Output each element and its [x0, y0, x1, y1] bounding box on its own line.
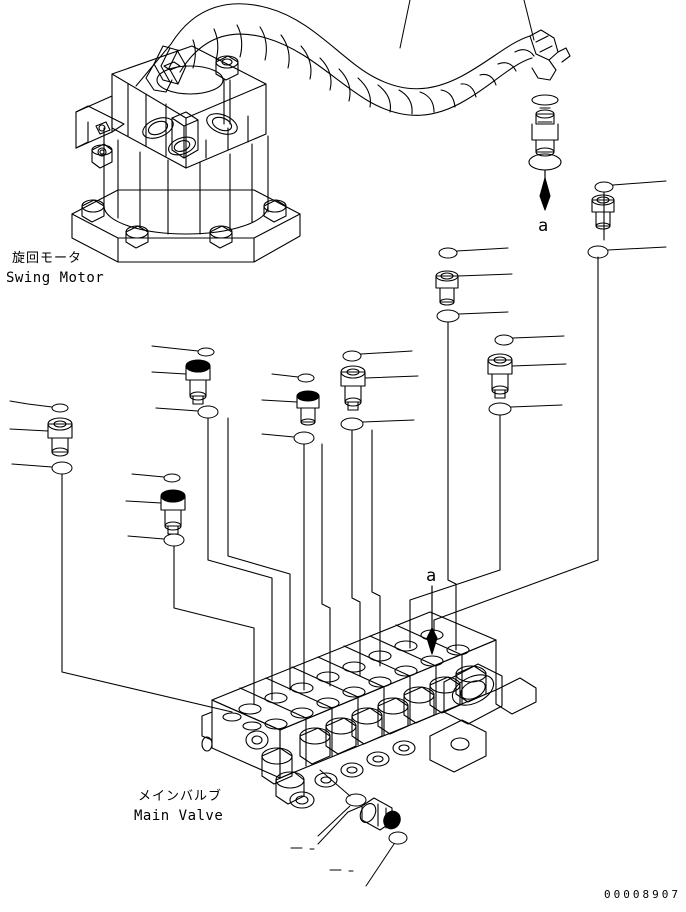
- main-control-valve-assembly: [201, 611, 537, 809]
- swing-motor-assembly: [71, 43, 301, 263]
- main-valve-label-jp: メインバルブ: [138, 789, 223, 804]
- section-mark-a-lower: a: [426, 566, 437, 586]
- main-valve-label-en: Main Valve: [134, 808, 224, 824]
- fitting-straight-7: [591, 194, 615, 230]
- fitting-straight-5: [435, 270, 459, 306]
- drawing-number: 00008907: [604, 888, 681, 901]
- fitting-union-10: [347, 797, 401, 831]
- section-a-arrow-down: [426, 585, 438, 655]
- section-a-arrow-up: [528, 153, 562, 211]
- corrugated-hydraulic-hose: [145, 3, 571, 116]
- hydraulic-fittings: [47, 94, 615, 831]
- fitting-elbow-8: [47, 417, 73, 457]
- fitting-straight-3: [340, 365, 366, 411]
- callout-balloons: [9, 180, 667, 887]
- swing-motor-label-jp: 旋回モータ: [12, 251, 83, 266]
- fitting-straight-4: [487, 353, 513, 399]
- fitting-elbow-9: [160, 489, 186, 535]
- fitting-elbow-1: [185, 359, 211, 405]
- section-mark-a-upper: a: [538, 216, 549, 236]
- hose-routing-lines: [61, 191, 605, 713]
- swing-motor-label-en: Swing Motor: [6, 270, 105, 286]
- fitting-straight-2: [296, 390, 320, 426]
- fitting-straight-6: [531, 94, 559, 157]
